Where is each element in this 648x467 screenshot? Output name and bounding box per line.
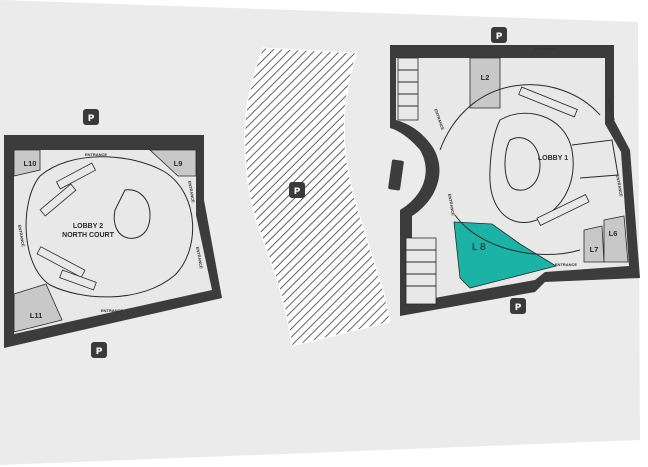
room-l6-label: L6 [609, 229, 618, 238]
building-lobby-1: L 8 L2 L7 L6 [390, 45, 640, 316]
lobby-2-label-line2: NORTH COURT [62, 232, 114, 239]
kiosk [388, 159, 404, 191]
stairs-north [397, 57, 419, 121]
building-lobby-2: L10 L9 L11 LOBBY 2 NORTH COURT ENTRANCE … [4, 135, 222, 348]
room-l10-label: L10 [24, 159, 37, 168]
room-l8-label: L 8 [472, 242, 486, 253]
room-l7[interactable] [583, 225, 605, 263]
svg-text:P: P [515, 303, 522, 313]
svg-text:P: P [496, 32, 503, 42]
room-l10[interactable] [13, 149, 41, 177]
entrance-lobby-2-west: ENTRANCE [17, 224, 26, 247]
seating-bench [55, 162, 97, 190]
lobby-2-label-line1: LOBBY 2 [73, 223, 103, 230]
room-l2[interactable] [469, 57, 501, 109]
room-l9[interactable] [148, 149, 197, 177]
lobby-1-circulation-south [454, 214, 581, 255]
room-l2-label: L2 [481, 73, 490, 82]
entrance-lobby-2-east: ENTRANCE [187, 180, 196, 203]
seating-bench [39, 183, 77, 217]
parking-badge-bottom-left[interactable]: P [91, 342, 107, 358]
seating-bench [59, 269, 97, 291]
parking-badge-bottom-right[interactable]: P [510, 298, 526, 314]
room-l7-label: L7 [590, 245, 599, 254]
building-lobby-1-floor [396, 58, 629, 302]
entrance-lobby-1-west: ENTRANCE [447, 193, 456, 216]
lobby-2-circulation [25, 156, 194, 298]
lobby-1-counter [571, 139, 619, 179]
room-l6[interactable] [603, 215, 629, 263]
entrance-lobby-2-north: ENTRANCE [85, 152, 108, 157]
parking-badge-top-right[interactable]: P [491, 27, 507, 43]
room-l9-label: L9 [174, 159, 183, 168]
room-l11[interactable] [13, 283, 63, 333]
entrance-lobby-1-northeast: ENTRANCE [607, 98, 616, 121]
parking-badge-structure[interactable]: P [289, 182, 305, 198]
seating-bench [536, 194, 590, 226]
room-l8[interactable] [453, 221, 558, 289]
entrance-lobby-1-north: ENTRANCE [535, 46, 558, 51]
svg-text:P: P [88, 114, 95, 124]
lobby-1-desk [504, 137, 541, 191]
svg-text:P: P [294, 187, 301, 197]
lobby-1-circulation-north [439, 84, 601, 151]
lobby-1-label: LOBBY 1 [538, 155, 568, 162]
seating-bench [518, 86, 578, 118]
entrance-lobby-2-southeast: ENTRANCE [195, 246, 204, 269]
lobby-2-desk [113, 189, 151, 239]
room-l11-label: L11 [30, 311, 43, 320]
svg-text:P: P [96, 347, 103, 357]
seating-bench [36, 246, 86, 278]
parking-badge-left-building[interactable]: P [83, 109, 99, 125]
parking-structure [244, 47, 391, 347]
stairs-south [405, 237, 437, 305]
entrance-lobby-1-south: ENTRANCE [555, 262, 578, 267]
entrance-lobby-1-east: ENTRANCE [615, 174, 624, 197]
entrance-lobby-2-south: ENTRANCE [101, 308, 124, 313]
